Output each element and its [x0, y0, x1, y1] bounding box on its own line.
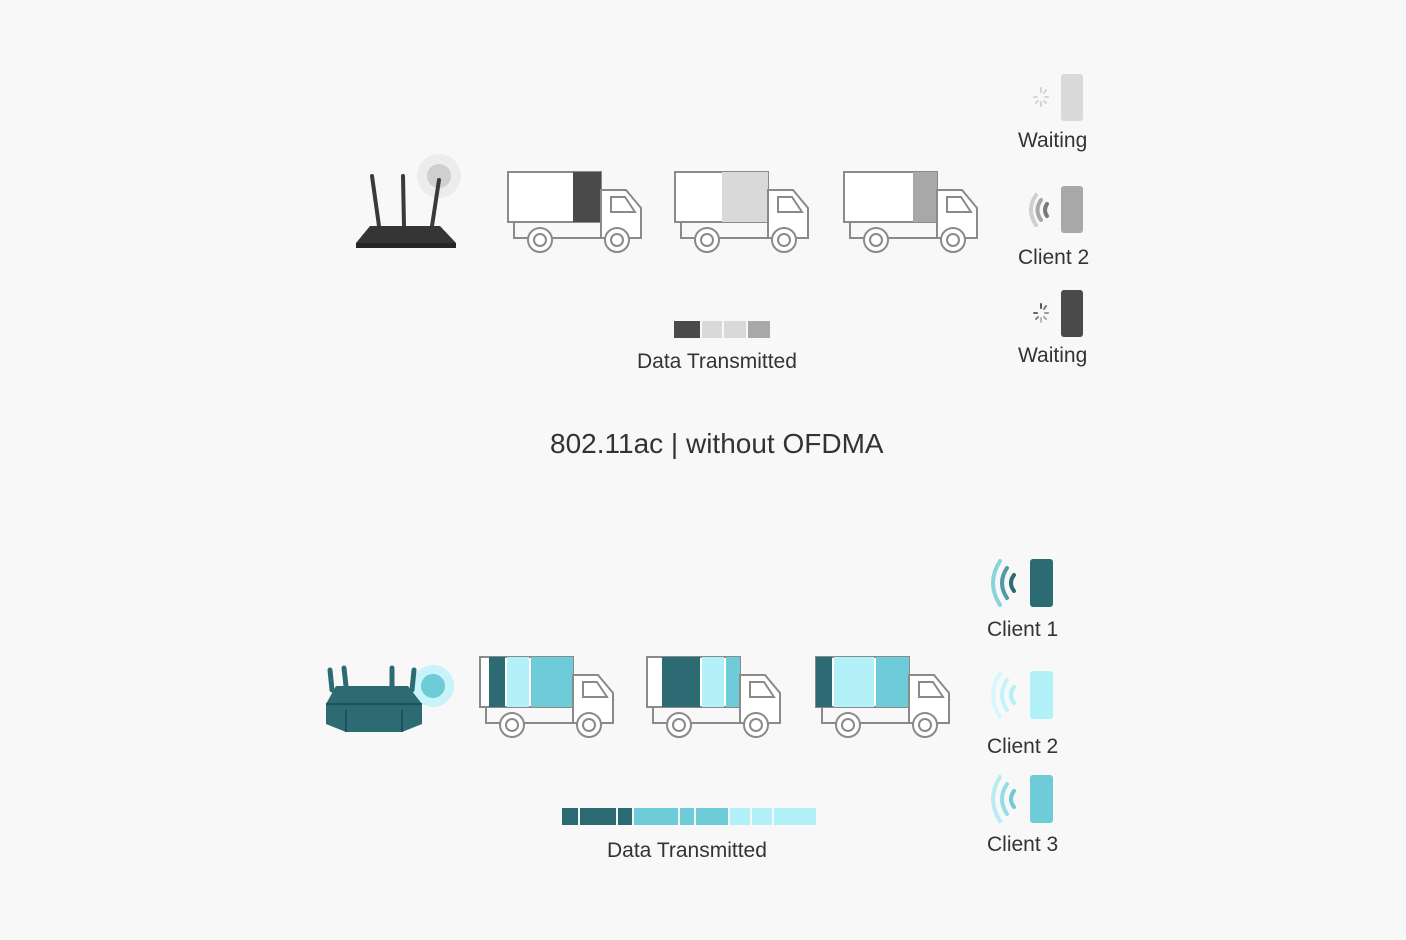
wifi-signal-icon: [991, 559, 1053, 607]
data-transmitted-label: Data Transmitted: [637, 350, 797, 373]
section-title: 802.11ac | without OFDMA: [550, 428, 884, 459]
data-segment: [580, 808, 616, 825]
truck-2: [672, 170, 812, 258]
client-label: Client 3: [987, 833, 1059, 856]
client-1: [984, 557, 1059, 611]
wifi-signal-icon: [991, 775, 1053, 823]
client-label: Client 2: [1018, 246, 1090, 269]
truck-1: [505, 170, 645, 258]
client-label: Client 1: [987, 618, 1059, 641]
client-label: Client 2: [987, 735, 1059, 758]
client-label: Waiting: [1018, 344, 1088, 367]
data-transmitted-bar: [562, 808, 816, 825]
router-icon: [352, 152, 462, 252]
data-transmitted-bar: [674, 321, 770, 338]
data-segment: [696, 808, 728, 825]
client-waiting-bottom: [1028, 290, 1088, 340]
truck-3: [813, 655, 953, 743]
data-segment: [752, 808, 772, 825]
data-segment: [748, 321, 770, 338]
truck-3: [841, 170, 981, 258]
truck-2: [644, 655, 784, 743]
client-label: Waiting: [1018, 129, 1088, 152]
data-segment: [634, 808, 678, 825]
client-2: [984, 669, 1059, 723]
client-waiting-top: [1028, 74, 1088, 124]
data-segment: [618, 808, 632, 825]
router-icon: [322, 660, 457, 740]
data-segment: [674, 321, 700, 338]
truck-1: [477, 655, 617, 743]
client-3: [984, 773, 1059, 827]
wifi-signal-icon: [991, 671, 1053, 719]
data-segment: [774, 808, 816, 825]
data-segment: [562, 808, 578, 825]
loading-spinner-icon: [1033, 290, 1083, 337]
data-segment: [724, 321, 746, 338]
data-segment: [702, 321, 722, 338]
data-segment: [730, 808, 750, 825]
loading-spinner-icon: [1033, 74, 1083, 121]
client-2-top: [1016, 185, 1086, 235]
data-transmitted-label: Data Transmitted: [607, 839, 767, 862]
data-segment: [680, 808, 694, 825]
wifi-signal-icon: [1029, 186, 1083, 233]
